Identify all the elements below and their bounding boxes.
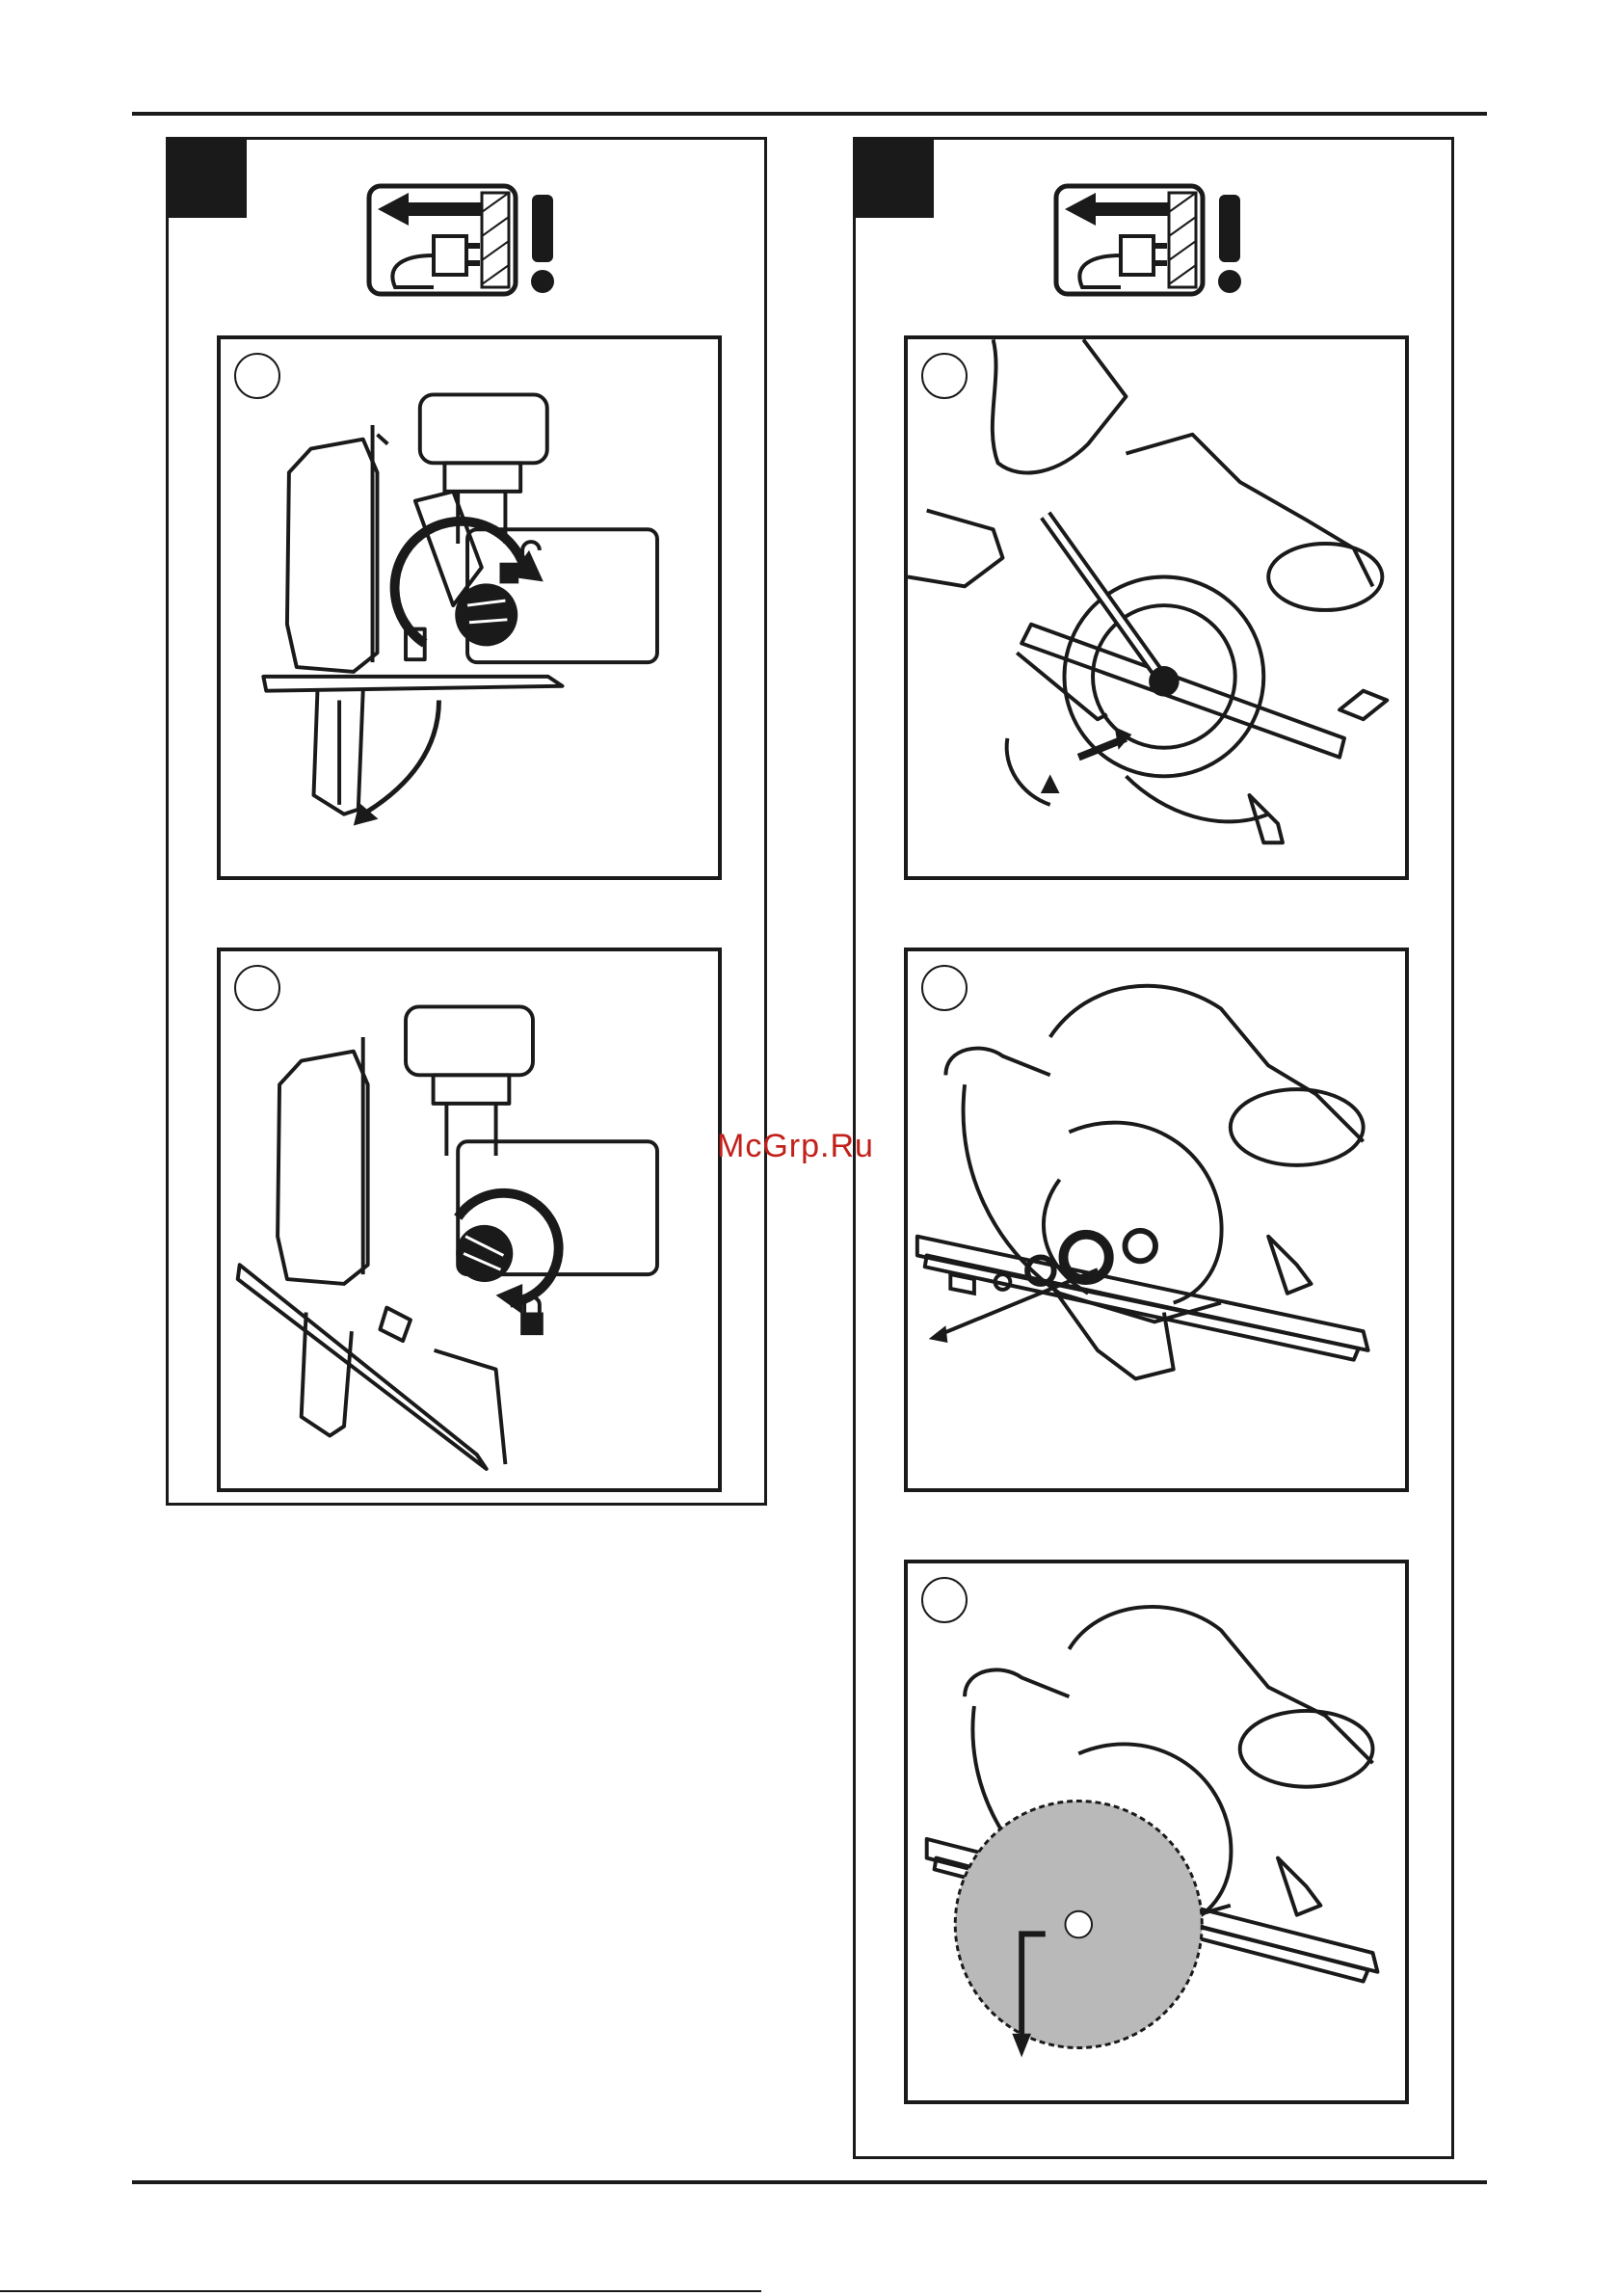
bottom-rule [132, 2180, 1487, 2184]
top-rule [132, 112, 1487, 116]
unplug-before-service-icon [366, 183, 569, 299]
figure-depth-unlock [217, 335, 722, 880]
unplug-before-service-icon [1053, 183, 1256, 299]
closed-padlock-icon [520, 1297, 544, 1335]
right-instruction-panel [853, 137, 1454, 2159]
watermark-text: McGrp.Ru [717, 1128, 874, 1165]
section-tab [853, 137, 934, 218]
figure-insert-blade [904, 1560, 1409, 2104]
section-tab [166, 137, 247, 218]
saw-side-view-unlock [221, 339, 718, 876]
figure-depth-lock [217, 948, 722, 1492]
saw-blade-icon [955, 1801, 1202, 2047]
figure-remove-flange [904, 948, 1409, 1492]
left-instruction-panel [166, 137, 767, 1506]
figure-wrench-spindle-lock [904, 335, 1409, 880]
saw-wrench-view [908, 339, 1405, 876]
footer-line [0, 2290, 761, 2292]
saw-side-view-lock [221, 951, 718, 1488]
saw-new-blade-view [908, 1563, 1405, 2100]
saw-flange-view [908, 951, 1405, 1488]
